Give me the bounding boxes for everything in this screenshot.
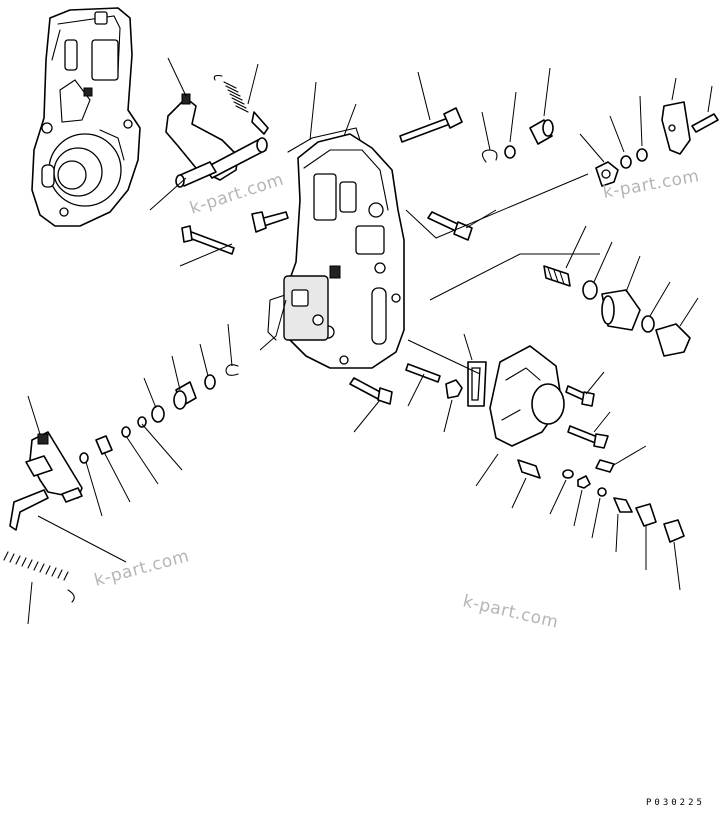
drawing-code: P030225 bbox=[646, 798, 705, 808]
snap-ring-top bbox=[481, 149, 498, 163]
bolt-under-lever bbox=[251, 211, 289, 233]
snap-ring-left bbox=[225, 364, 239, 376]
bracket-right-top bbox=[661, 101, 719, 155]
plug-top bbox=[529, 119, 554, 145]
nut-lower-center bbox=[445, 379, 463, 399]
long-bolt-top bbox=[399, 107, 463, 143]
bushing-left bbox=[95, 435, 113, 455]
o-ring-left bbox=[204, 374, 216, 390]
spring-small bbox=[213, 74, 269, 135]
plug-left bbox=[173, 381, 197, 410]
o-ring-right-mid bbox=[641, 315, 655, 333]
watermark-4: k-part.com bbox=[461, 591, 561, 632]
cap-cylinder-right bbox=[601, 289, 641, 331]
bolt-diagonal bbox=[427, 211, 473, 241]
spring-long bbox=[3, 551, 75, 603]
watermark-3: k-part.com bbox=[92, 546, 191, 591]
stud-bolt bbox=[405, 363, 441, 383]
stopper-bolt bbox=[543, 265, 571, 287]
governor-lever-shaft bbox=[165, 93, 268, 188]
small-parts-cover-lower bbox=[562, 469, 607, 497]
bolt-left-mid bbox=[181, 225, 235, 255]
o-ring-cover bbox=[467, 361, 487, 407]
bolts-cover-right bbox=[565, 385, 615, 473]
o-ring-small-top bbox=[504, 145, 516, 159]
cap-lower-right bbox=[635, 503, 685, 543]
washer-left bbox=[151, 405, 165, 423]
washers-left-small bbox=[79, 416, 147, 464]
governor-case bbox=[283, 133, 405, 369]
governor-cover bbox=[489, 345, 565, 447]
bolt-lower-center bbox=[349, 377, 393, 405]
pump-housing bbox=[31, 7, 141, 227]
cap-nut-right bbox=[655, 323, 691, 357]
washer-o-ring-right-top bbox=[620, 148, 648, 169]
governor-lever bbox=[9, 431, 83, 531]
adjusting-screw bbox=[613, 497, 633, 513]
bolt-cover-lower bbox=[517, 459, 541, 479]
leader-lines bbox=[27, 57, 713, 625]
nut-right-top bbox=[595, 161, 619, 187]
washer-right-mid bbox=[582, 280, 598, 300]
